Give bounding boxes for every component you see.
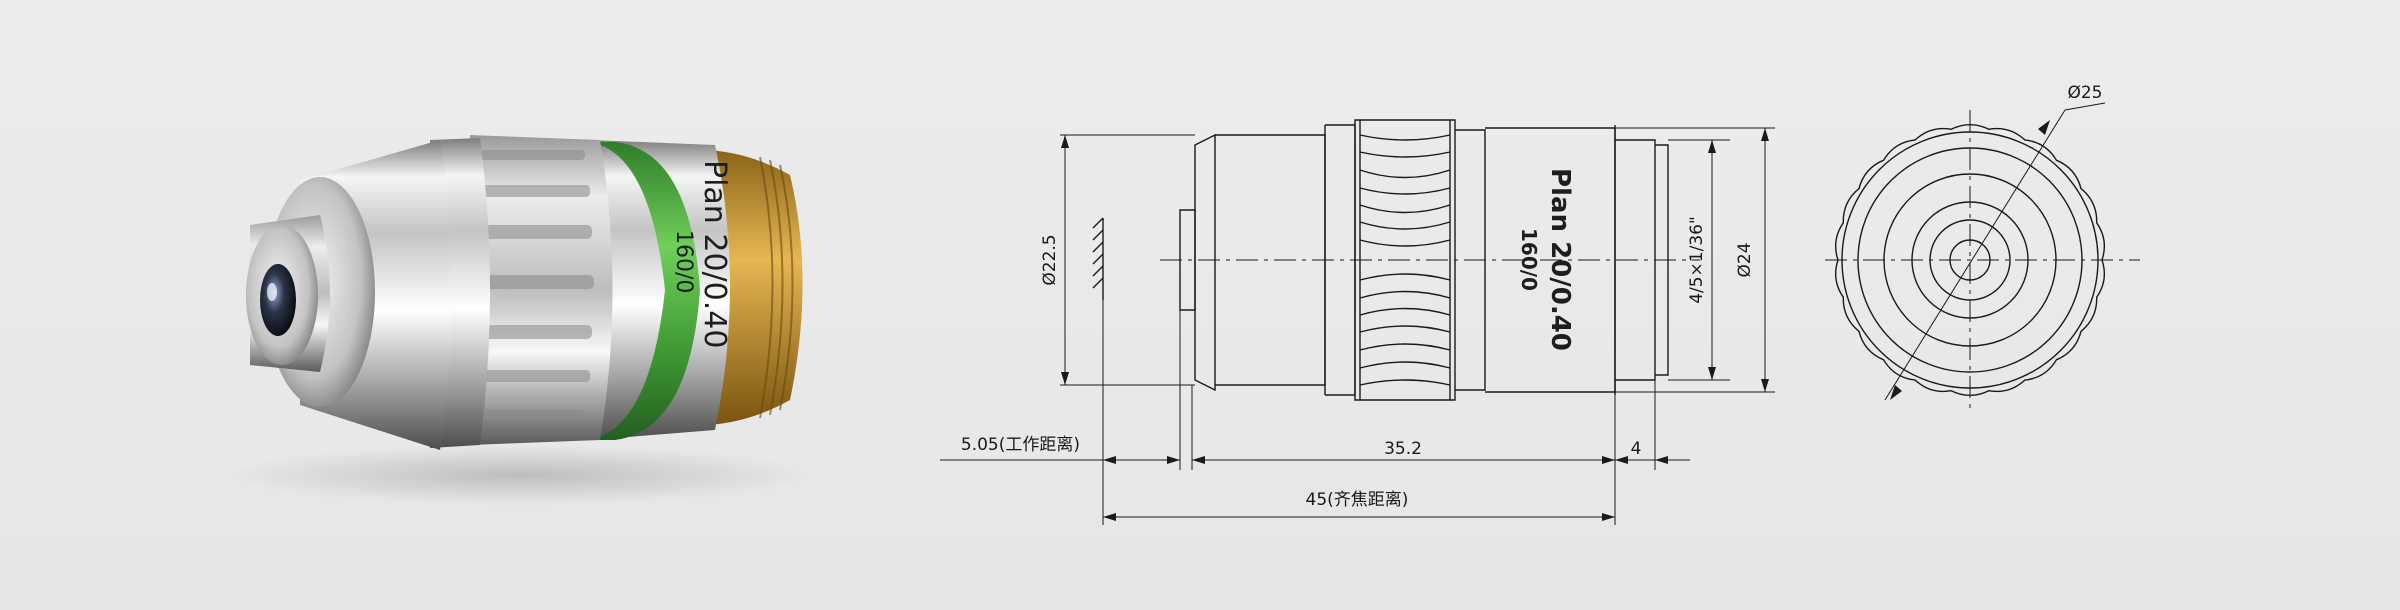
engraving-drawing: Plan 20/0.40 160/0 <box>1517 168 1575 351</box>
engraving-3d: Plan 20/0.40 160/0 <box>671 160 732 348</box>
end-view <box>1825 102 2140 410</box>
nose-cone <box>1194 133 1216 392</box>
knurl-edge <box>1834 123 2106 397</box>
green-ring <box>588 142 700 440</box>
tube-engraving-3d: 160/0 <box>671 230 696 293</box>
thread-outline <box>1615 139 1656 381</box>
knurled-ring <box>470 135 613 445</box>
knurl-outline <box>1354 119 1456 401</box>
tube-engraving-drawing: 160/0 <box>1517 228 1541 291</box>
ring-step <box>1455 129 1486 391</box>
dim-body-length: 35.2 <box>1384 439 1422 459</box>
side-drawing <box>940 119 1775 525</box>
model-engraving-drawing: Plan 20/0.40 <box>1545 168 1575 351</box>
dim-thread: 4/5×1/36" <box>1687 216 1707 304</box>
object-plane-hatch <box>1092 217 1104 300</box>
front-body <box>1215 134 1326 386</box>
rear-body <box>590 140 730 440</box>
knurl-grooves <box>480 150 594 420</box>
dim-body-diameter: Ø24 <box>1735 242 1755 277</box>
front-lens-glass <box>260 264 296 336</box>
dim-parfocal: 45(齐焦距离) <box>1306 490 1409 510</box>
dim-knurl-diameter: Ø25 <box>2067 83 2102 103</box>
dim-front-diameter: Ø22.5 <box>1040 234 1060 285</box>
model-engraving-3d: Plan 20/0.40 <box>697 160 732 348</box>
dim-working-distance: 5.05(工作距离) <box>961 435 1080 455</box>
floor-shadow <box>230 445 810 505</box>
dim-thread-length: 4 <box>1631 439 1642 459</box>
knurl-ribs <box>1359 120 1451 400</box>
nose-tip <box>1179 209 1196 311</box>
